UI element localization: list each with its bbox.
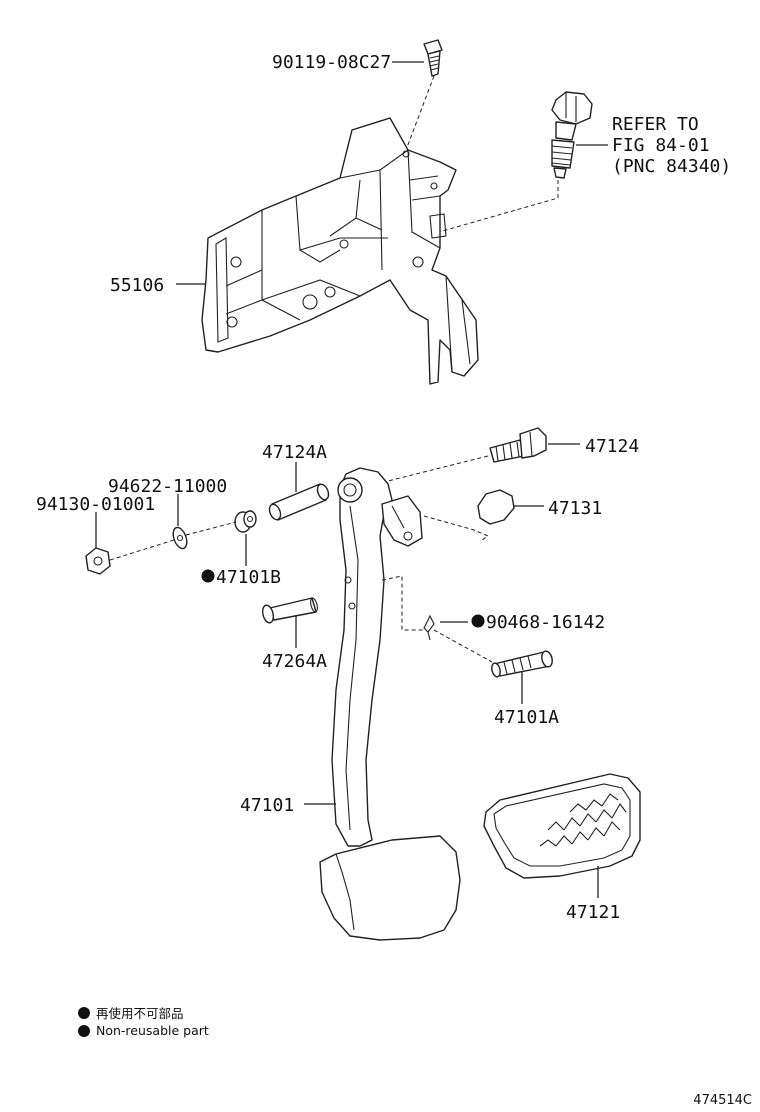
label-47101: 47101 bbox=[240, 795, 294, 816]
pin-47101A bbox=[491, 650, 553, 678]
label-94130: 94130-01001 bbox=[36, 494, 155, 515]
label-47124: 47124 bbox=[585, 436, 639, 457]
label-47131: 47131 bbox=[548, 498, 602, 519]
non-reusable-marker-90468 bbox=[471, 614, 485, 628]
stopper-47131 bbox=[423, 489, 515, 541]
label-90468: 90468-16142 bbox=[486, 612, 605, 633]
label-55106: 55106 bbox=[110, 275, 164, 296]
non-reusable-marker-47101B bbox=[201, 569, 215, 583]
label-47121: 47121 bbox=[566, 902, 620, 923]
stop-lamp-switch bbox=[417, 91, 593, 239]
brake-pedal-arm-47101 bbox=[319, 467, 461, 941]
label-94622: 94622-11000 bbox=[108, 476, 227, 497]
clip-90468 bbox=[381, 575, 493, 663]
refer-line-3: (PNC 84340) bbox=[612, 156, 731, 177]
label-47101A: 47101A bbox=[494, 707, 559, 728]
pin-47264A bbox=[261, 597, 318, 624]
non-reusable-dot-icon bbox=[78, 1024, 90, 1037]
alignment-line-nut bbox=[109, 521, 237, 561]
refer-line-2: FIG 84-01 bbox=[612, 135, 710, 156]
label-90119: 90119-08C27 bbox=[272, 52, 391, 73]
collar-47101B bbox=[234, 510, 257, 533]
label-47264A: 47264A bbox=[262, 651, 327, 672]
refer-line-1: REFER TO bbox=[612, 114, 699, 135]
legend-text-en: Non-reusable part bbox=[96, 1023, 209, 1038]
legend-row-en: Non-reusable part bbox=[78, 1023, 209, 1038]
bush-47124A bbox=[268, 483, 330, 521]
washer-94622 bbox=[172, 526, 188, 550]
pedal-pad-47121 bbox=[483, 773, 641, 879]
label-47101B: 47101B bbox=[216, 567, 281, 588]
pedal-bracket-55106 bbox=[201, 117, 479, 385]
nut-94130 bbox=[85, 547, 111, 575]
bolt-90119 bbox=[405, 39, 443, 151]
figure-id: 474514C bbox=[693, 1093, 752, 1108]
legend-row-jp: 再使用不可部品 bbox=[78, 1003, 184, 1022]
legend-text-jp: 再使用不可部品 bbox=[96, 1006, 184, 1021]
label-47124A: 47124A bbox=[262, 442, 327, 463]
non-reusable-dot-icon bbox=[78, 1006, 90, 1019]
bolt-47124 bbox=[383, 427, 547, 483]
